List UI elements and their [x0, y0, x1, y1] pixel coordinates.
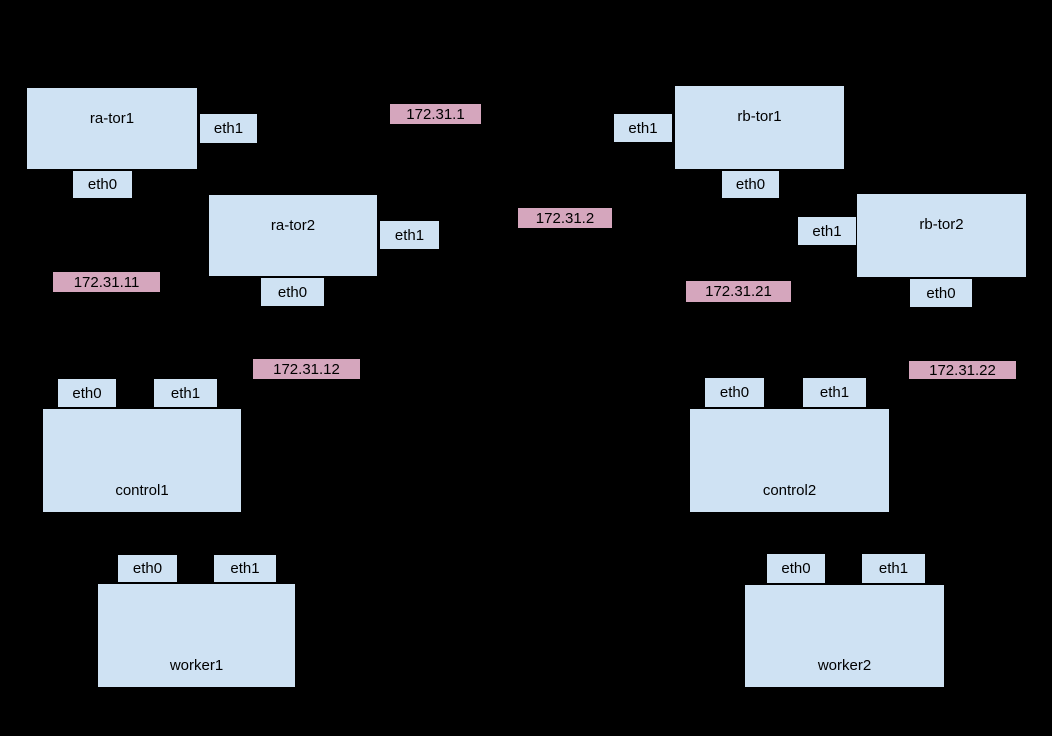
port-worker1-eth1: eth1: [213, 554, 277, 583]
port-label: eth1: [628, 119, 658, 137]
port-label: eth1: [394, 226, 425, 244]
port-label: eth0: [87, 176, 118, 193]
port-worker2-eth1: eth1: [861, 553, 926, 584]
port-ra-tor2-eth0: eth0: [260, 277, 325, 307]
subnet-label-text: 172.31.1: [406, 105, 465, 123]
port-label: eth0: [277, 283, 308, 301]
node-rb-tor1: rb-tor1: [674, 85, 845, 170]
node-rb-tor2: rb-tor2: [856, 193, 1027, 278]
port-label: eth1: [230, 560, 260, 577]
subnet-label-text: 172.31.12: [273, 360, 340, 378]
subnet-label-net-172-31-21: 172.31.21: [686, 281, 791, 302]
port-label: eth0: [72, 384, 102, 402]
subnet-label-net-172-31-1: 172.31.1: [390, 104, 481, 124]
subnet-label-net-172-31-2: 172.31.2: [518, 208, 612, 228]
subnet-label-net-172-31-11: 172.31.11: [53, 272, 160, 292]
port-label: eth1: [812, 222, 842, 240]
port-label: eth1: [170, 384, 201, 402]
node-control1: control1: [42, 408, 242, 513]
node-label: rb-tor2: [919, 216, 964, 233]
port-label: eth0: [719, 384, 750, 401]
node-label: control2: [762, 482, 817, 499]
port-ra-tor1-eth0: eth0: [72, 170, 133, 199]
subnet-label-net-172-31-12: 172.31.12: [253, 359, 360, 379]
node-label: ra-tor1: [89, 110, 135, 127]
port-label: eth0: [781, 560, 811, 577]
port-control2-eth1: eth1: [802, 377, 867, 408]
port-rb-tor2-eth0: eth0: [909, 278, 973, 308]
node-label: ra-tor2: [270, 217, 316, 234]
port-label: eth1: [878, 560, 909, 577]
node-label: control1: [115, 482, 169, 499]
subnet-label-text: 172.31.2: [535, 209, 595, 227]
port-rb-tor1-eth1: eth1: [613, 113, 673, 143]
subnet-label-text: 172.31.21: [705, 283, 772, 300]
port-control2-eth0: eth0: [704, 377, 765, 408]
port-ra-tor1-eth1: eth1: [199, 113, 258, 144]
subnet-label-text: 172.31.11: [73, 273, 140, 291]
port-control1-eth0: eth0: [57, 378, 117, 408]
port-label: eth0: [132, 560, 163, 577]
node-ra-tor1: ra-tor1: [26, 87, 198, 170]
port-label: eth1: [213, 120, 244, 137]
port-label: eth0: [735, 176, 766, 193]
port-rb-tor2-eth1: eth1: [797, 216, 857, 246]
node-label: rb-tor1: [737, 108, 782, 125]
node-worker2: worker2: [744, 584, 945, 688]
port-control1-eth1: eth1: [153, 378, 218, 408]
node-control2: control2: [689, 408, 890, 513]
subnet-label-net-172-31-22: 172.31.22: [909, 361, 1016, 379]
port-label: eth0: [926, 284, 956, 302]
port-label: eth1: [819, 384, 850, 401]
node-label: worker1: [169, 657, 224, 674]
node-ra-tor2: ra-tor2: [208, 194, 378, 277]
port-worker2-eth0: eth0: [766, 553, 826, 584]
port-rb-tor1-eth0: eth0: [721, 170, 780, 199]
port-worker1-eth0: eth0: [117, 554, 178, 583]
node-worker1: worker1: [97, 583, 296, 688]
node-label: worker2: [817, 657, 872, 674]
subnet-label-text: 172.31.22: [929, 361, 996, 379]
port-ra-tor2-eth1: eth1: [379, 220, 440, 250]
